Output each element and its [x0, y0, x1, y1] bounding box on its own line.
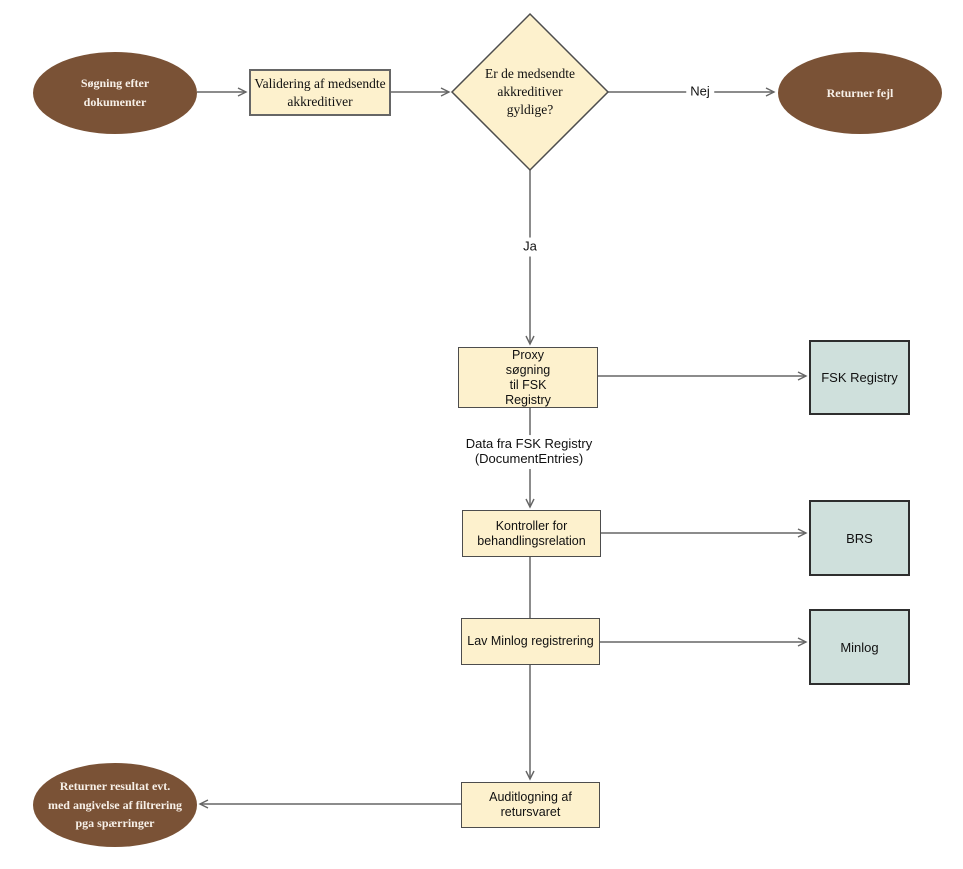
audit-log-label: Auditlogning af retursvaret [489, 790, 572, 819]
return-error-label: Returner fejl [826, 85, 894, 100]
brs-node: BRS [809, 500, 910, 576]
proxy-search-node: Proxy søgning til FSK Registry [458, 347, 598, 408]
lav-minlog-label: Lav Minlog registrering [467, 634, 594, 648]
decision-diamond-shape [450, 12, 610, 172]
minlog-node: Minlog [809, 609, 910, 685]
fsk-registry-label: FSK Registry [821, 370, 898, 385]
return-error-node: Returner fejl [778, 52, 942, 134]
decision-node: Er de medsendte akkreditiver gyldige? [450, 47, 610, 137]
edge-label-fsk-data: Data fra FSK Registry (DocumentEntries) [461, 435, 597, 469]
behandlingsrelation-node: Kontroller for behandlingsrelation [462, 510, 601, 557]
fsk-registry-node: FSK Registry [809, 340, 910, 415]
validate-node: Validering af medsendte akkreditiver [249, 69, 391, 116]
minlog-label: Minlog [840, 639, 879, 655]
proxy-search-label: Proxy søgning til FSK Registry [505, 347, 551, 407]
decision-label: Er de medsendte akkreditiver gyldige? [485, 65, 575, 118]
audit-log-node: Auditlogning af retursvaret [461, 782, 600, 828]
start-node-label: Søgning efter dokumenter [80, 76, 150, 109]
brs-label: BRS [846, 530, 873, 546]
return-result-label: Returner resultat evt. med angivelse af … [47, 779, 183, 831]
lav-minlog-node: Lav Minlog registrering [461, 618, 600, 665]
edge-label-ja: Ja [519, 237, 541, 257]
edge-label-nej: Nej [686, 82, 714, 102]
behandlingsrelation-label: Kontroller for behandlingsrelation [477, 518, 586, 548]
validate-label: Validering af medsendte akkreditiver [254, 75, 386, 109]
start-node: Søgning efter dokumenter [33, 52, 197, 134]
return-result-node: Returner resultat evt. med angivelse af … [33, 763, 197, 847]
